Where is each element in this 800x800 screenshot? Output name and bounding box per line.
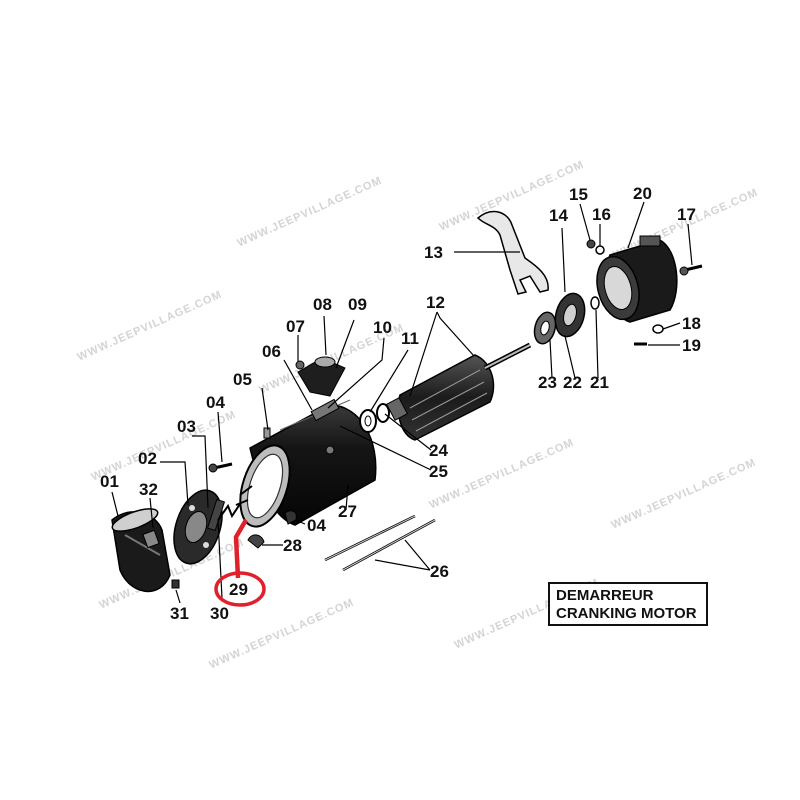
part-13-shift-lever bbox=[476, 210, 549, 295]
part-label-21: 21 bbox=[590, 373, 609, 392]
part-label-22: 22 bbox=[563, 373, 582, 392]
part-label-20: 20 bbox=[633, 184, 652, 203]
part-label-07: 07 bbox=[286, 317, 305, 336]
part-label-03: 03 bbox=[177, 417, 196, 436]
part-label-27: 27 bbox=[338, 502, 357, 521]
part-label-04: 04 bbox=[206, 393, 225, 412]
part-15-bolt bbox=[586, 239, 596, 249]
part-22-drive-pinion bbox=[533, 292, 586, 345]
part-17-bolt bbox=[679, 264, 703, 276]
part-label-09: 09 bbox=[348, 295, 367, 314]
part-label-31: 31 bbox=[170, 604, 189, 623]
part-label-14: 14 bbox=[549, 206, 568, 225]
highlight-part-29 bbox=[214, 518, 266, 607]
part-label-13: 13 bbox=[424, 243, 443, 262]
part-09-terminal-block bbox=[295, 356, 346, 397]
title-line-en: CRANKING MOTOR bbox=[556, 605, 697, 622]
part-label-12: 12 bbox=[426, 293, 445, 312]
part-11-washer bbox=[359, 409, 377, 433]
part-04-screw bbox=[208, 462, 233, 473]
part-label-17: 17 bbox=[677, 205, 696, 224]
title-box: DEMARREUR CRANKING MOTOR bbox=[548, 582, 708, 626]
part-26-through-bolts bbox=[324, 514, 436, 572]
part-label-02: 02 bbox=[138, 449, 157, 468]
part-20-drive-housing bbox=[596, 235, 678, 323]
part-01-cover-band bbox=[111, 508, 171, 592]
part-label-25: 25 bbox=[429, 462, 448, 481]
part-label-05: 05 bbox=[233, 370, 252, 389]
part-label-28: 28 bbox=[283, 536, 302, 555]
part-label-16: 16 bbox=[592, 205, 611, 224]
part-label-11: 11 bbox=[401, 329, 419, 348]
part-label-15: 15 bbox=[569, 185, 588, 204]
part-27-housing bbox=[235, 398, 377, 528]
part-label-30: 30 bbox=[210, 604, 229, 623]
part-30-spring bbox=[217, 503, 241, 521]
title-line-fr: DEMARREUR bbox=[556, 587, 654, 604]
leader-lines bbox=[111, 201, 693, 604]
part-31-screw bbox=[171, 579, 180, 589]
part-label-29: 29 bbox=[229, 580, 248, 599]
part-label-08: 08 bbox=[313, 295, 332, 314]
part-label-32: 32 bbox=[139, 480, 158, 499]
part-16-washer bbox=[595, 245, 605, 255]
part-18-nut bbox=[652, 324, 664, 334]
part-21-ring bbox=[590, 296, 600, 310]
part-24-washer bbox=[376, 403, 390, 423]
part-label-06: 06 bbox=[262, 342, 281, 361]
part-label-10: 10 bbox=[373, 318, 392, 337]
part-label-18: 18 bbox=[682, 314, 701, 333]
part-label-26: 26 bbox=[430, 562, 449, 581]
part-02-end-plate bbox=[173, 489, 226, 565]
part-28-clip bbox=[247, 534, 265, 549]
part-label-04: 04 bbox=[307, 516, 326, 535]
part-label-19: 19 bbox=[682, 336, 701, 355]
part-12-armature bbox=[385, 342, 532, 441]
part-label-23: 23 bbox=[538, 373, 557, 392]
part-label-24: 24 bbox=[429, 441, 448, 460]
part-label-01: 01 bbox=[100, 472, 119, 491]
